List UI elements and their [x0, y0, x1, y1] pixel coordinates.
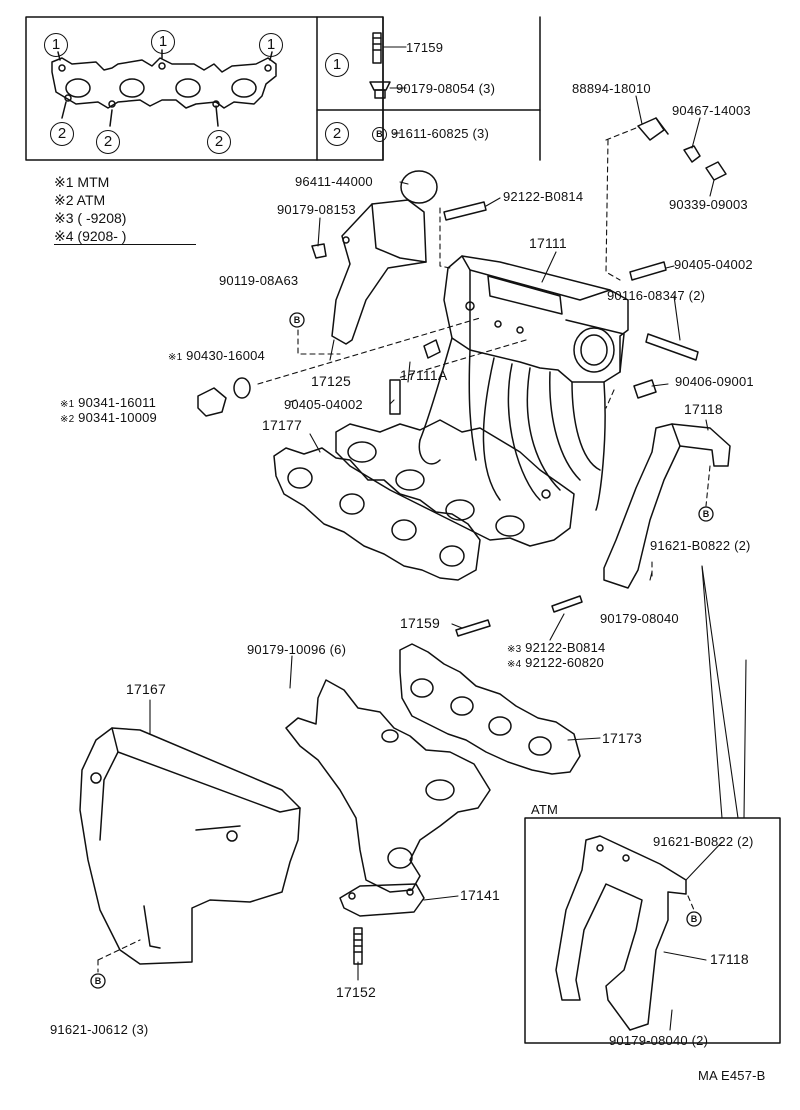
- bolt-b-markers: [90, 312, 714, 989]
- part-label-17111: 17111: [529, 235, 567, 251]
- note-1: ※1 MTM: [54, 174, 110, 190]
- legend-stud-label: 17159: [406, 40, 444, 55]
- part-label-91621-B0822: 91621-B0822 (2): [650, 538, 751, 553]
- part-label-90430-16004: ※1 90430-16004: [168, 348, 265, 363]
- part-label-90179-10096: 90179-10096 (6): [247, 642, 347, 657]
- stud-17111A: [423, 339, 441, 359]
- part-label-90179-08040: 90179-08040: [600, 611, 679, 626]
- intake-runners: [418, 337, 606, 511]
- cap-96411: [400, 170, 438, 204]
- legend-circle-1: 1: [44, 33, 68, 57]
- legend-nut-icon: [369, 81, 391, 99]
- part-label-92122-B0814: 92122-B0814: [503, 189, 584, 204]
- legend-circle-2: 2: [50, 122, 74, 146]
- part-label-90179-08040-atm: 90179-08040 (2): [609, 1033, 709, 1048]
- legend-bolt-label: B 91611-60825 (3): [372, 126, 489, 143]
- legend-circle-1: 1: [259, 33, 283, 57]
- stud-17152: [353, 927, 363, 965]
- part-label-17173: 17173: [602, 730, 642, 746]
- legend-circle-2: 2: [207, 130, 231, 154]
- part-label-90116-08347: 90116-08347 (2): [607, 288, 706, 303]
- legend-circle-2: 2: [325, 122, 349, 146]
- part-label-90406-09001: 90406-09001: [675, 374, 754, 389]
- legend-circle-1: 1: [325, 53, 349, 77]
- washer-90430: [233, 377, 251, 399]
- part-label-90339-09003: 90339-09003: [669, 197, 748, 212]
- part-label-17118-atm: 17118: [710, 951, 749, 967]
- part-label-91621-J0612: 91621-J0612 (3): [50, 1022, 149, 1037]
- hose-90339: [705, 161, 727, 181]
- bracket-17118-upper: [603, 423, 731, 589]
- part-label-90341-16011: ※1 90341-16011: [60, 395, 157, 410]
- part-label-90467-14003: 90467-14003: [672, 103, 751, 118]
- part-label-96411-44000: 96411-44000: [295, 174, 373, 189]
- part-label-90341-10009: ※2 90341-10009: [60, 410, 157, 425]
- bolt-90116: [645, 333, 699, 361]
- part-label-17177: 17177: [262, 417, 302, 433]
- atm-box: [524, 817, 781, 1044]
- legend-circle-1: 1: [151, 30, 175, 54]
- part-label-17152: 17152: [336, 984, 376, 1000]
- fitting-88894: [637, 117, 669, 141]
- intake-gasket-17177: [273, 447, 481, 581]
- notes-underline: [54, 244, 196, 245]
- part-label-92122-B0814-lower: ※3 92122-B0814: [507, 640, 606, 655]
- legend-bolt-number: 91611-60825 (3): [390, 126, 489, 141]
- heat-insulator-17167: [79, 727, 301, 965]
- part-label-90405-04002-lower: 90405-04002: [284, 397, 363, 412]
- legend-circle-2: 2: [96, 130, 120, 154]
- stud-17159: [455, 619, 491, 637]
- drawing-code: MA E457-B: [698, 1068, 766, 1083]
- b-marker-label: B: [703, 509, 710, 519]
- part-label-91621-B0822-atm: 91621-B0822 (2): [653, 834, 754, 849]
- part-label-17125: 17125: [311, 373, 351, 389]
- b-marker-label: B: [691, 914, 698, 924]
- part-label-17111A: 17111A: [400, 367, 448, 383]
- part-90406: [633, 379, 657, 399]
- part-label-92122-60820: ※4 92122-60820: [507, 655, 604, 670]
- nut-90179-08153: [311, 243, 327, 259]
- part-label-90179-08153: 90179-08153: [277, 202, 356, 217]
- part-label-17159: 17159: [400, 615, 440, 631]
- note-3: ※3 ( -9208): [54, 210, 127, 226]
- stud-92122-lower: [551, 595, 583, 613]
- note-4: ※4 (9208- ): [54, 228, 127, 244]
- part-label-17141: 17141: [460, 887, 500, 903]
- stud-90405-right: [629, 261, 667, 281]
- part-label-88894-18010: 88894-18010: [572, 81, 651, 96]
- b-marker-label: B: [95, 976, 102, 986]
- b-marker: B: [372, 127, 387, 143]
- legend-gasket-drawing: [51, 49, 277, 127]
- intake-plenum-17111: [443, 255, 629, 383]
- legend-nut-label: 90179-08054 (3): [396, 81, 496, 96]
- legend-stud-icon: [372, 32, 382, 64]
- note-2: ※2 ATM: [54, 192, 106, 208]
- stud-90405-lower: [389, 379, 401, 415]
- exhaust-manifold-17141: [285, 679, 491, 917]
- stud-92122-upper: [443, 201, 487, 221]
- bracket-17118-atm: [555, 835, 687, 1031]
- part-label-17167: 17167: [126, 681, 166, 697]
- part-label-90119-08A63: 90119-08A63: [219, 273, 299, 288]
- bracket-17125: [331, 199, 427, 345]
- atm-box-title: ATM: [531, 802, 559, 817]
- intake-flange: [335, 419, 575, 547]
- b-marker-label: B: [294, 315, 301, 325]
- clip-90467: [683, 145, 701, 163]
- exhaust-gasket-17173: [399, 643, 581, 775]
- drain-plug-90341: [197, 387, 227, 417]
- part-label-17118: 17118: [684, 401, 723, 417]
- part-label-90405-04002: 90405-04002: [674, 257, 753, 272]
